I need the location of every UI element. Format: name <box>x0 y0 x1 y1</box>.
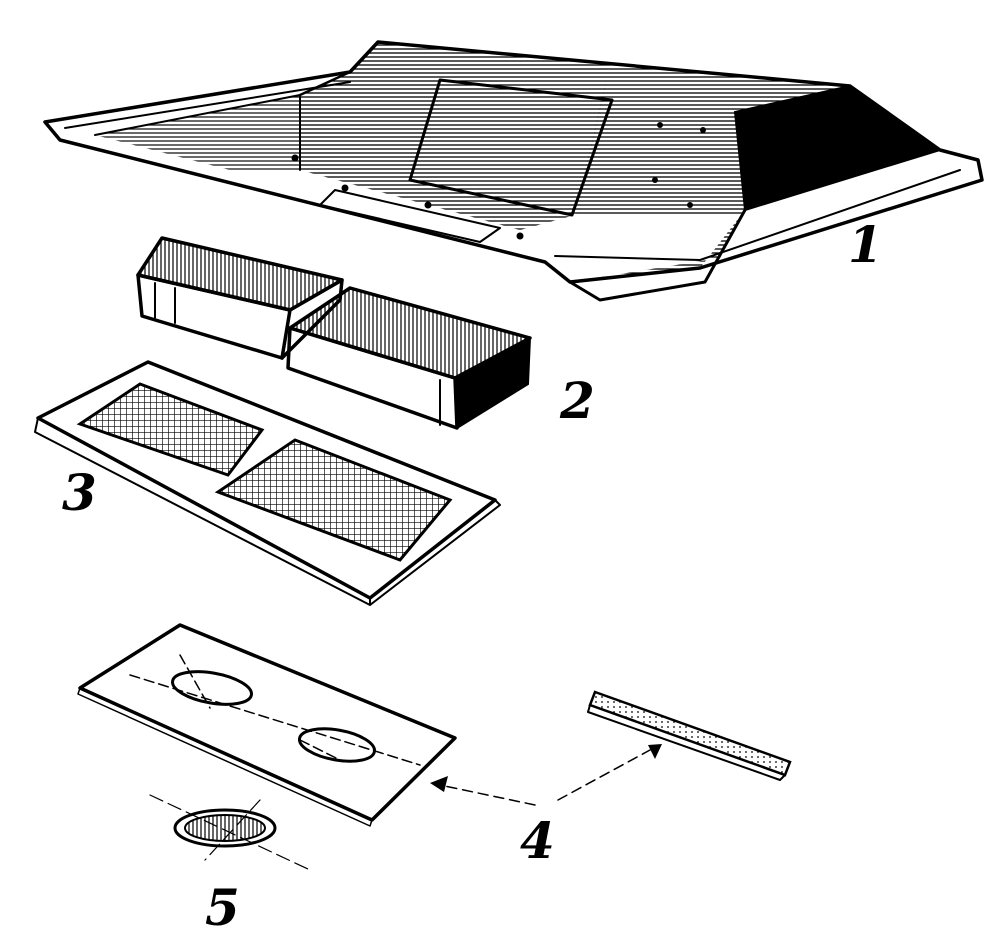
round-grille <box>149 794 311 871</box>
plate-hole-left <box>171 670 253 706</box>
hood-side-panel <box>733 84 943 212</box>
label-part-1: 1 <box>848 215 883 274</box>
grease-filter-panel <box>34 360 501 606</box>
plate-hole-right <box>297 727 377 763</box>
label-part-4: 4 <box>520 811 555 870</box>
label-part-2: 2 <box>559 371 595 430</box>
label-part-5: 5 <box>205 878 240 937</box>
hood-body <box>43 40 984 302</box>
filter-box-left <box>136 236 344 360</box>
filter-box-right <box>286 286 532 430</box>
hood-opening <box>408 78 614 217</box>
mesh-section-left <box>76 382 265 477</box>
label-part-3: 3 <box>62 463 97 522</box>
mounting-plate <box>77 623 457 827</box>
mesh-section-right <box>214 438 453 562</box>
part-4-arrows <box>430 744 662 806</box>
seal-strip <box>587 690 792 781</box>
